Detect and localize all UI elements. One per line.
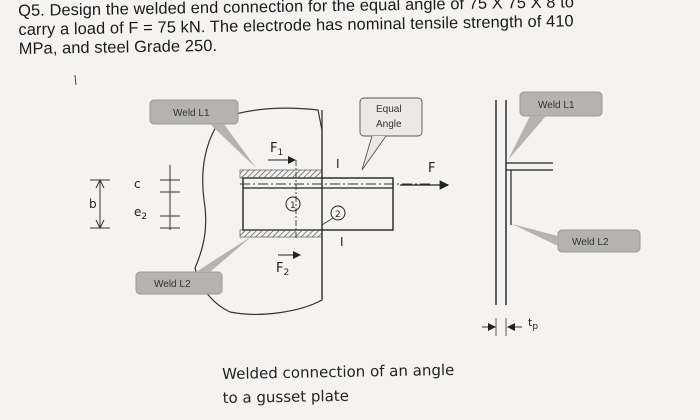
circle-marker-2-label: 2 (335, 210, 341, 220)
dim-e2-label: e2 (134, 205, 147, 222)
tp-label: tp (528, 316, 538, 332)
dim-b-arrow-bottom (95, 219, 105, 230)
axis-i-top-label: I (336, 157, 340, 171)
circle-2-leader (321, 217, 334, 226)
weld-l1-hatch (239, 169, 323, 179)
caption-line-1: Welded connection of an angle (222, 360, 455, 383)
dim-b-label: b (89, 197, 97, 211)
weld-l1-right-callout-label: Weld L1 (538, 100, 575, 111)
axis-i-bottom-label: I (340, 235, 344, 249)
weld-l2-left-callout-box (135, 271, 223, 295)
weld-l2-right-pointer (512, 224, 558, 246)
equal-angle-label-1: Equal (376, 104, 402, 115)
dim-b-arrow-top (95, 178, 105, 189)
weld-l1-right-callout-box (519, 91, 603, 117)
circle-marker-1 (285, 196, 301, 212)
equal-angle-pointer (361, 135, 387, 171)
circle-marker-1-label: 1 (290, 201, 296, 211)
circle-marker-2 (330, 205, 346, 221)
weld-l1-left-pointer (210, 124, 256, 168)
equal-angle-label-2: Angle (376, 119, 402, 130)
weld-l2-hatch (239, 229, 323, 238)
force-f1-label: F1 (270, 141, 283, 158)
dim-c-label: c (134, 177, 141, 191)
figure-caption: Welded connection of an angle to a gusse… (222, 358, 455, 410)
weld-l2-left-callout-label: Weld L2 (154, 279, 191, 290)
force-f2-label: F2 (276, 261, 289, 278)
equal-angle-callout-box (359, 97, 423, 137)
gusset-plate-outline (194, 107, 323, 315)
caption-line-2: to a gusset plate (222, 386, 350, 407)
weld-l1-right-pointer (508, 116, 546, 160)
weld-l1-left-callout-label: Weld L1 (173, 108, 210, 119)
angle-section (242, 177, 394, 231)
weld-l1-left-callout-box (149, 99, 239, 125)
stray-tick (74, 74, 77, 86)
force-f-label: F (428, 161, 435, 176)
weld-l2-left-pointer (196, 236, 252, 272)
weld-l2-right-callout-label: Weld L2 (572, 237, 609, 248)
